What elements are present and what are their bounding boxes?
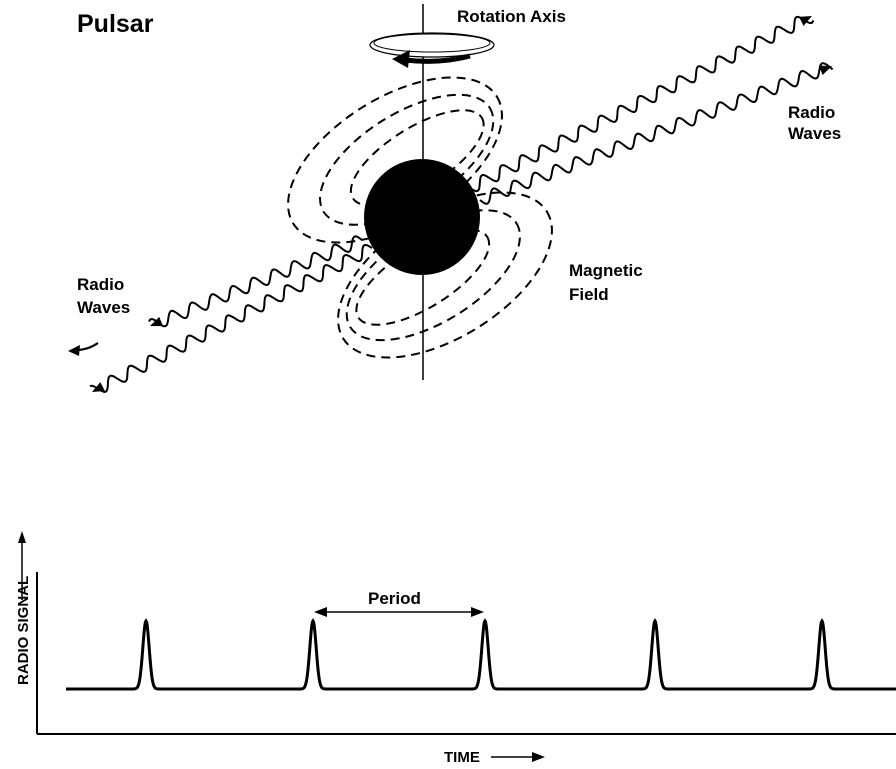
radio-wave-lower-right	[479, 62, 834, 205]
radio-waves-right-label-line2: Waves	[788, 124, 841, 143]
period-label: Period	[368, 589, 421, 608]
arrowhead-icon	[68, 345, 80, 356]
radio-wave-lower-left	[89, 244, 373, 393]
time-axis-label: TIME	[444, 749, 480, 766]
arrowhead-icon	[150, 316, 163, 327]
arrowhead-icon	[18, 531, 26, 600]
radio-wave-upper-left	[148, 235, 363, 328]
diagram-title: Pulsar	[77, 10, 154, 38]
arrowhead-icon	[799, 16, 812, 26]
radio-wave-upper-right	[469, 15, 815, 193]
radio-signal-axis-label: RADIO SIGNAL	[15, 576, 32, 685]
magnetic-field-label-line1: Magnetic	[569, 261, 643, 280]
radio-waves-left-label-line2: Waves	[77, 298, 130, 317]
period-double-arrow	[314, 607, 484, 617]
pulse-signal-trace	[66, 618, 896, 691]
radio-waves-left-label-line1: Radio	[77, 275, 124, 294]
arrowhead-icon	[92, 382, 105, 392]
rotation-axis-label: Rotation Axis	[457, 7, 566, 26]
radio-wave-beams	[68, 15, 834, 393]
arrowhead-icon	[819, 65, 832, 75]
rotation-arrow-icon	[369, 32, 495, 68]
radio-waves-right-label-line1: Radio	[788, 103, 835, 122]
neutron-star	[364, 159, 480, 275]
time-arrow-icon	[491, 752, 545, 762]
magnetic-field-label-line2: Field	[569, 285, 609, 304]
